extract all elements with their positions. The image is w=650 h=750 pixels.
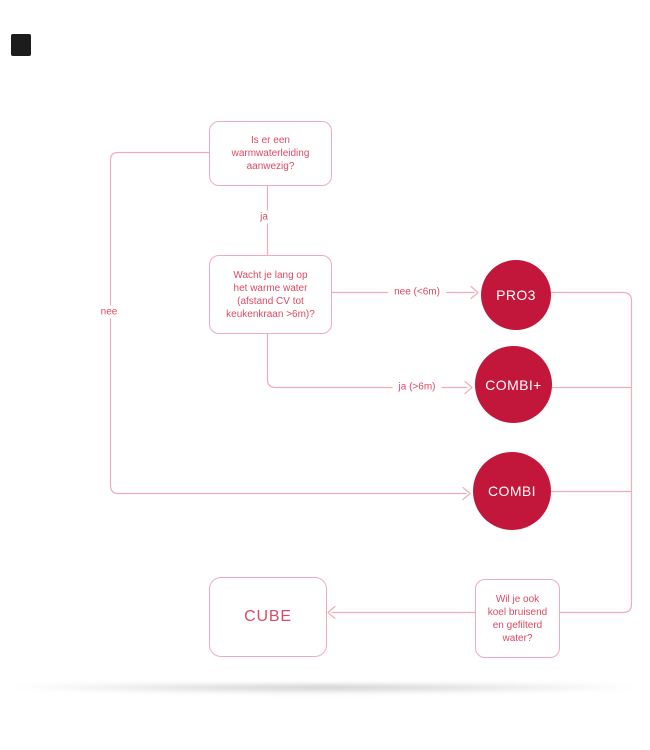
product-label: COMBI+ — [485, 376, 542, 393]
node-product-combi-plus: COMBI+ — [475, 346, 552, 423]
node-question-cold-filtered: Wil je ook koel bruisend en gefilterd wa… — [475, 579, 560, 658]
edge-q1-nee-combi — [109, 151, 467, 495]
bottom-edge-shadow — [12, 684, 638, 694]
logo-mark — [11, 34, 31, 56]
edge-label-nee-6m: nee (<6m) — [388, 285, 446, 299]
question-text: Is er een warmwaterleiding aanwezig? — [231, 135, 310, 172]
edge-pro3-q3 — [550, 291, 633, 614]
edge-label-ja-6m: ja (>6m) — [392, 380, 442, 394]
edge-label-nee: nee — [94, 305, 124, 319]
arrowhead-pro3 — [470, 285, 479, 300]
edge-label-ja: ja — [254, 210, 274, 224]
product-label: CUBE — [244, 608, 292, 625]
question-text: Wacht je lang op het warme water (afstan… — [226, 269, 315, 320]
node-product-pro3: PRO3 — [481, 260, 551, 330]
arrowhead-combi — [462, 486, 471, 501]
node-question-hot-water-line: Is er een warmwaterleiding aanwezig? — [209, 121, 332, 186]
question-text: Wil je ook koel bruisend en gefilterd wa… — [487, 593, 548, 644]
arrowhead-cube — [327, 605, 336, 620]
edge-q2-combiplus — [266, 331, 468, 389]
product-label: COMBI — [488, 483, 536, 499]
node-product-combi: COMBI — [473, 452, 551, 530]
node-product-cube: CUBE — [209, 577, 327, 657]
node-question-wait-time: Wacht je lang op het warme water (afstan… — [209, 255, 332, 334]
product-label: PRO3 — [496, 287, 536, 303]
arrowhead-combiplus — [464, 380, 473, 395]
